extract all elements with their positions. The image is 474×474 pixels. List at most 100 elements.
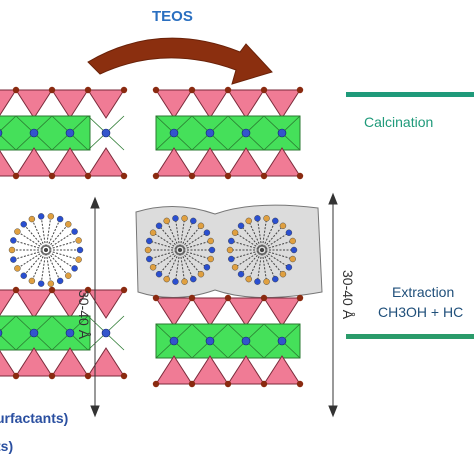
- surfactant-head: [190, 275, 197, 283]
- octa-edge: [0, 115, 17, 132]
- surfactant-tail: [179, 225, 202, 251]
- surfactant-tail: [174, 249, 181, 282]
- oxygen-atom: [260, 380, 268, 388]
- surfactant-tail: [158, 249, 181, 275]
- tetrahedron: [15, 89, 53, 119]
- extraction-line: [346, 334, 474, 339]
- tetrahedron: [15, 347, 53, 377]
- surfactant-head: [279, 222, 287, 230]
- surfactant-tail: [166, 220, 181, 251]
- surfactant-head: [146, 255, 153, 263]
- spacing-label-left: 30-40 Å: [76, 290, 92, 340]
- surfactant-head: [75, 237, 82, 244]
- tetrahedron: [0, 350, 17, 377]
- oxygen-atom: [84, 172, 92, 180]
- tetrahedron: [155, 355, 193, 385]
- tetrahedron: [191, 147, 229, 177]
- surfactant-tail: [23, 223, 47, 251]
- oxygen-atom: [48, 172, 56, 180]
- oxygen-atom: [12, 372, 20, 380]
- tetrahedron: [87, 289, 125, 319]
- surfactant-tail: [158, 225, 181, 251]
- surfactant-head: [172, 278, 179, 285]
- surfactant-head: [20, 272, 27, 279]
- surfactant-head: [197, 270, 205, 278]
- surfactant-tail: [31, 218, 47, 251]
- surfactant-tail: [17, 249, 47, 269]
- teos-arrow: [87, 37, 273, 85]
- surfactant-tail: [179, 218, 186, 251]
- oxygen-atom: [260, 86, 268, 94]
- clay-layered-stack-left: [0, 86, 128, 380]
- surfactant-head: [290, 246, 298, 254]
- surfactant-head: [172, 215, 179, 222]
- surfactant-head: [254, 278, 261, 285]
- surfactant-tail: [179, 240, 211, 251]
- oxygen-atom: [152, 86, 160, 94]
- tetrahedron: [155, 297, 193, 327]
- oxygen-atom: [224, 172, 232, 180]
- surfactant-tail: [261, 220, 276, 251]
- calcination-line: [346, 92, 474, 97]
- surfactant-head: [75, 256, 82, 263]
- surfactant-tail: [17, 231, 47, 251]
- cation: [241, 128, 251, 138]
- oxygen-atom: [188, 294, 196, 302]
- surfactant-head: [144, 246, 152, 254]
- surfactant-tail: [261, 249, 276, 280]
- tetrahedron: [87, 147, 125, 177]
- cation: [277, 336, 287, 346]
- surfactant-head: [20, 221, 27, 228]
- surfactant-head: [146, 237, 153, 245]
- oxygen-atom: [120, 372, 128, 380]
- tetrahedron: [15, 147, 53, 177]
- tetrahedron: [227, 355, 265, 385]
- tetrahedron: [191, 297, 229, 327]
- surfactant-tail: [234, 249, 263, 268]
- surfactant-head: [56, 215, 64, 223]
- oxygen-atom: [48, 286, 56, 294]
- oxygen-atom: [188, 86, 196, 94]
- surfactant-head: [65, 221, 72, 228]
- surfactant-head: [28, 277, 36, 285]
- surfactant-head: [285, 229, 293, 236]
- surfactant-tail: [152, 249, 181, 268]
- surfactant-head: [289, 255, 296, 263]
- oxygen-atom: [84, 286, 92, 294]
- surfactant-head: [71, 228, 78, 235]
- oxygen-atom: [120, 286, 128, 294]
- surfactant-tail: [45, 249, 61, 282]
- surfactant-head: [155, 270, 163, 278]
- tetrahedron: [87, 347, 125, 377]
- octa-edge: [0, 134, 17, 151]
- octahedral-sheet: [155, 323, 301, 359]
- cation: [205, 128, 215, 138]
- teos-label: TEOS: [152, 8, 193, 25]
- surfactant-tail: [256, 218, 263, 251]
- surfactant-tail: [261, 218, 268, 251]
- surfactant-tail: [174, 218, 181, 251]
- surfactant-head: [272, 217, 279, 225]
- oxygen-atom: [224, 294, 232, 302]
- octahedral-sheet: [0, 315, 91, 351]
- tetrahedron: [87, 89, 125, 119]
- tetrahedron: [51, 89, 89, 119]
- tetrahedron: [263, 89, 301, 119]
- surfactant-tail: [231, 240, 263, 251]
- surfactant-tail: [45, 249, 79, 261]
- surfactant-head: [245, 217, 252, 225]
- surfactant-tail: [45, 223, 69, 251]
- oxygen-atom: [12, 286, 20, 294]
- surfactant-tail: [149, 240, 181, 251]
- surfactant-head: [14, 228, 21, 235]
- cation: [0, 129, 3, 137]
- oxygen-atom: [296, 294, 304, 302]
- surfactant-tail: [45, 216, 52, 251]
- tetrahedron: [263, 147, 301, 177]
- surfactant-head: [207, 255, 214, 263]
- oxygen-atom: [12, 172, 20, 180]
- oxygen-atom: [224, 86, 232, 94]
- legend-second-label: ts): [0, 438, 14, 454]
- extraction-solvent-label: CH3OH + HC: [378, 304, 464, 320]
- surfactant-head: [203, 229, 211, 236]
